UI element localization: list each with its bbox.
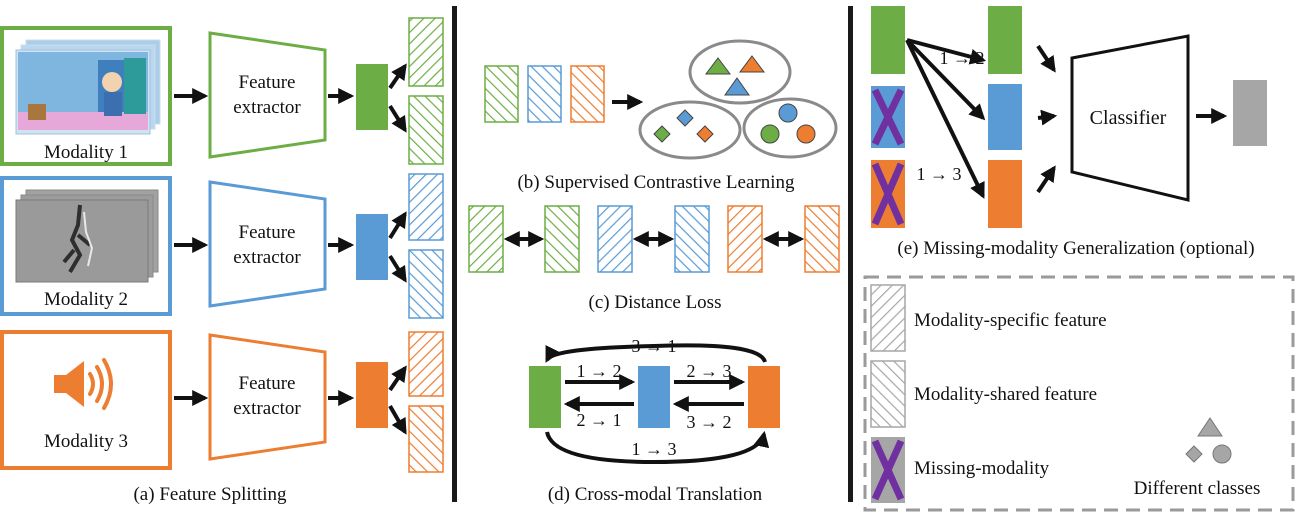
arrow-label-e-1-to-2: 1 → 2	[940, 48, 985, 68]
feature-extractor-3-label-line2: extractor	[233, 398, 301, 419]
arrow-label-1-to-3: 1 → 3	[632, 439, 677, 459]
panel-missing-modality: 1 → 2 1 → 3 Classifier (e) Missing-modal…	[871, 6, 1267, 259]
feature-extractor-3-label-line1: Feature	[239, 373, 296, 394]
arrow-label-2-to-3: 2 → 3	[687, 361, 732, 381]
missing-modality-orange	[871, 160, 905, 228]
legend-missing-swatch	[871, 437, 905, 503]
arrow-label-3-to-1: 3 → 1	[632, 336, 677, 356]
speaker-icon	[54, 358, 113, 410]
shared-feature-1	[408, 95, 444, 165]
class-cluster-circles	[742, 97, 838, 159]
translated-feature-blue	[988, 84, 1022, 150]
arrow-label-2-to-1: 2 → 1	[577, 410, 622, 430]
classifier-block	[1070, 34, 1190, 202]
translated-feature-orange	[988, 160, 1022, 228]
shared-feature-c-orange	[804, 205, 840, 273]
cartoon-video-frames-image	[15, 39, 161, 135]
legend-missing-label: Missing-modality	[914, 458, 1050, 479]
panel-a-caption: (a) Feature Splitting	[133, 484, 287, 505]
panel-d-caption: (d) Cross-modal Translation	[548, 484, 763, 505]
specific-feature-1	[408, 17, 444, 87]
legend-classes-label: Different classes	[1134, 478, 1261, 499]
shared-feature-2	[408, 249, 444, 319]
modality-2-label: Modality 2	[44, 289, 128, 310]
panel-supervised-contrastive: (b) Supervised Contrastive Learning	[484, 39, 838, 193]
arrow-label-e-1-to-3: 1 → 3	[917, 164, 962, 184]
shared-feature-3	[408, 405, 444, 473]
classifier-input-arrows	[1036, 44, 1058, 194]
prediction-output	[1233, 80, 1267, 146]
divider-left	[452, 6, 457, 502]
feature-extractor-1-label-line2: extractor	[233, 97, 301, 118]
output-feature-green	[988, 6, 1022, 74]
legend-specific-swatch	[870, 284, 906, 352]
legend-shared-label: Modality-shared feature	[914, 384, 1097, 405]
missing-translation-arrows	[905, 38, 987, 199]
modality-1-label: Modality 1	[44, 142, 128, 163]
arrow-label-1-to-2: 1 → 2	[577, 361, 622, 381]
specific-feature-3	[408, 331, 444, 397]
shared-feature-b-orange	[570, 65, 605, 123]
feature-extractor-1	[208, 31, 327, 159]
translation-arrows	[545, 343, 770, 465]
modality-3-row: Modality 3 Feature extractor	[0, 330, 444, 473]
legend-shared-swatch	[870, 360, 906, 428]
legend: Modality-specific feature Modality-share…	[863, 275, 1295, 512]
input-feature-green	[871, 6, 905, 74]
modality-3-label: Modality 3	[44, 431, 128, 452]
grayscale-motion-frames-image	[15, 189, 159, 283]
panel-distance-loss: (c) Distance Loss	[468, 205, 840, 313]
class-cluster-triangles	[688, 39, 792, 105]
modality-1-row: Modality 1 Feature extractor	[0, 17, 444, 166]
feature-extractor-3	[208, 333, 327, 461]
panel-feature-splitting: Modality 1 Feature extractor Modality 2 …	[0, 17, 444, 505]
feature-extractor-2-label-line1: Feature	[239, 222, 296, 243]
shared-feature-b-blue	[527, 65, 562, 123]
panel-b-caption: (b) Supervised Contrastive Learning	[517, 172, 795, 193]
feature-vector-2	[356, 214, 388, 280]
panel-c-caption: (c) Distance Loss	[589, 292, 722, 313]
divider-right	[848, 6, 853, 502]
translation-node-orange	[748, 366, 780, 428]
panel-cross-modal-translation: 3 → 1 1 → 2 2 → 3 2 → 1 3 → 2 1 → 3 (d) …	[529, 336, 780, 505]
feature-extractor-2-label-line2: extractor	[233, 247, 301, 268]
translation-node-blue	[638, 366, 670, 428]
missing-modality-blue	[871, 86, 905, 148]
class-cluster-diamonds	[638, 100, 742, 160]
modality-3-box	[0, 330, 172, 470]
legend-specific-label: Modality-specific feature	[914, 310, 1107, 331]
feature-vector-3	[356, 362, 388, 428]
feature-vector-1	[356, 64, 388, 130]
translation-node-green	[529, 366, 561, 428]
feature-extractor-2	[208, 180, 327, 308]
panel-e-caption: (e) Missing-modality Generalization (opt…	[897, 238, 1254, 259]
shared-feature-c-blue	[674, 205, 710, 273]
legend-classes-shapes	[1185, 417, 1232, 464]
arrow-label-3-to-2: 3 → 2	[687, 412, 732, 432]
shared-feature-c-green	[544, 205, 580, 273]
specific-feature-2	[408, 173, 444, 241]
modality-2-row: Modality 2 Feature extractor	[0, 173, 444, 319]
classifier-label: Classifier	[1090, 107, 1167, 129]
shared-feature-b-green	[484, 65, 519, 123]
specific-feature-c-green	[468, 205, 504, 273]
panel-a-arrows	[174, 63, 407, 435]
feature-extractor-1-label-line1: Feature	[239, 72, 296, 93]
specific-feature-c-blue	[597, 205, 633, 273]
specific-feature-c-orange	[727, 205, 763, 273]
